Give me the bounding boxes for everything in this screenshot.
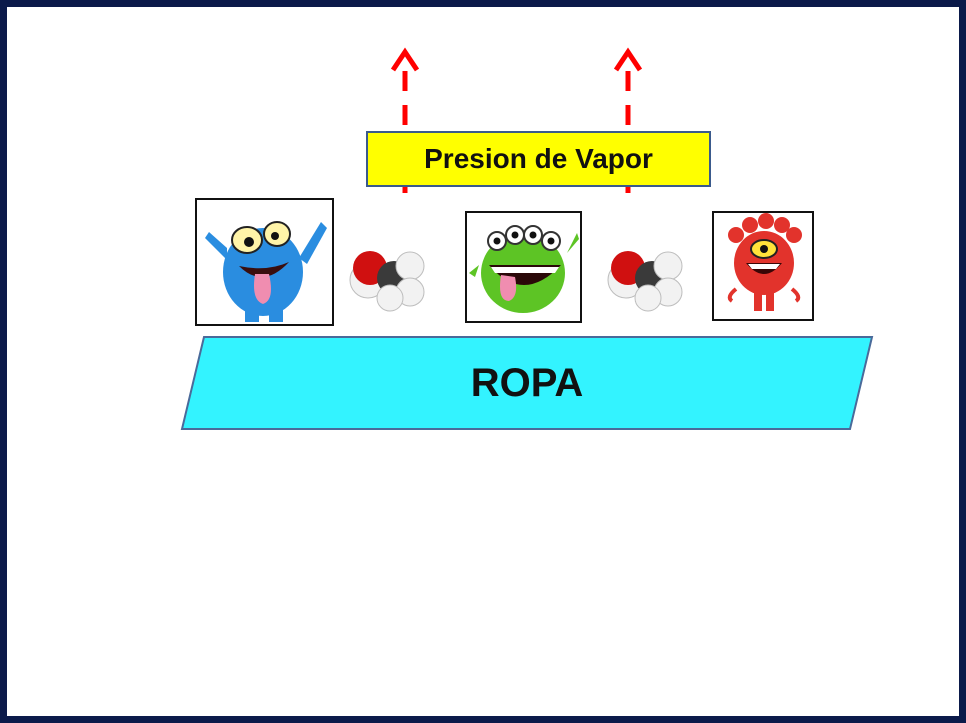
methanol-molecule-icon [349,251,425,312]
surface-shape [180,336,874,430]
green-monster-frame [465,211,582,323]
red-monster-icon [727,213,802,311]
vapor-pressure-label: Presion de Vapor [366,131,711,187]
blue-monster-icon [205,221,327,322]
red-monster-frame [712,211,814,321]
methanol-molecule-icon [607,251,683,312]
vapor-arrow-right [613,47,643,193]
vapor-arrow-left [390,47,420,193]
blue-monster-frame [195,198,334,326]
surface-label: ROPA [470,360,584,405]
green-monster-icon [469,225,579,313]
